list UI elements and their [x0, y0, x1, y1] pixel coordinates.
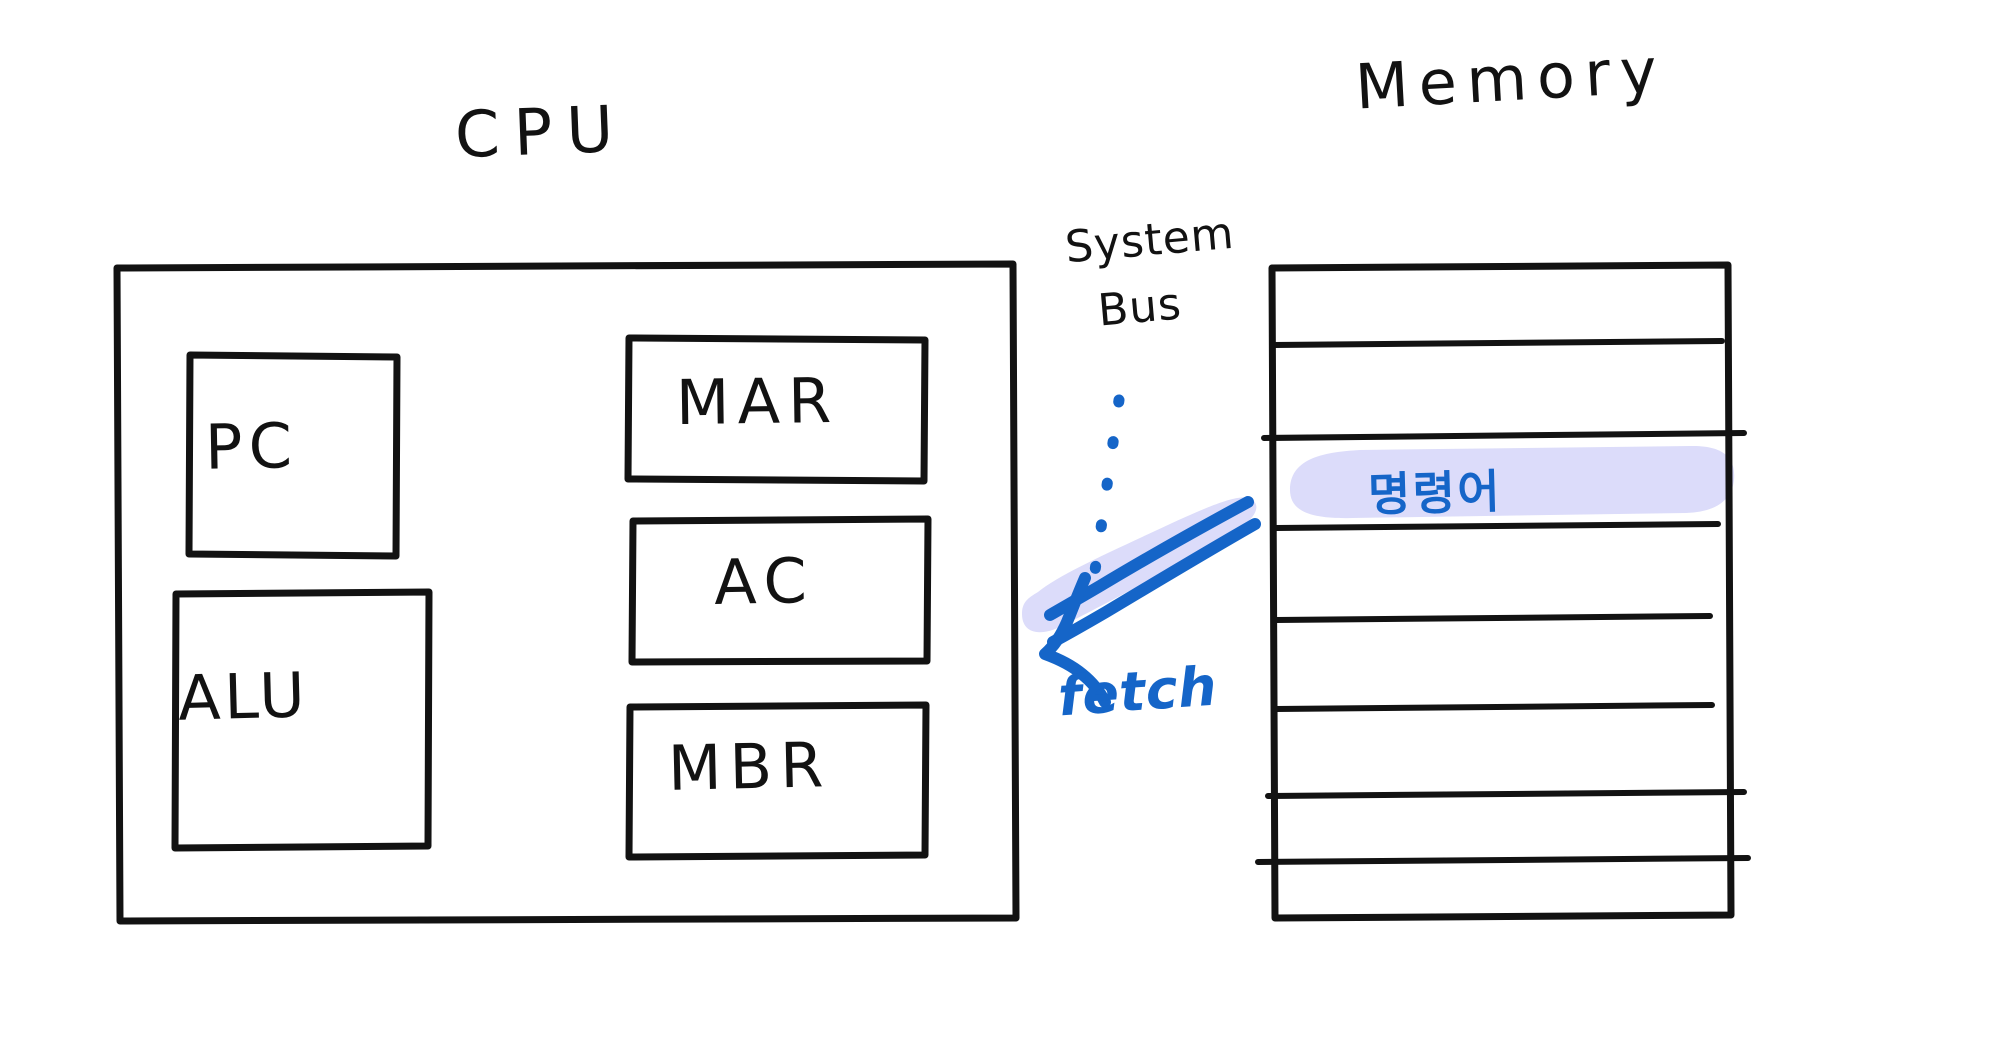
ac-box — [628, 515, 932, 666]
memory-box — [1268, 261, 1735, 922]
memory-cell-instruction-label: 명령어 — [1367, 464, 1503, 522]
cpu-title: CPU — [453, 92, 629, 174]
memory-row-divider-4 — [1273, 613, 1713, 623]
memory-row-divider-7 — [1255, 855, 1751, 865]
cpu-box — [113, 260, 1020, 925]
mar-box — [624, 334, 929, 485]
register-label-alu: ALU — [177, 658, 310, 735]
fetch-arrow-head — [1039, 572, 1111, 708]
register-label-ac: AC — [713, 543, 816, 620]
system-bus-dotted-line — [1086, 394, 1125, 598]
register-label-pc: PC — [204, 409, 299, 484]
fetch-arrow-stroke-lower — [1047, 518, 1261, 648]
register-label-mar: MAR — [675, 363, 840, 440]
memory-row-divider-2 — [1261, 430, 1747, 441]
memory-row-divider-6 — [1265, 789, 1747, 799]
memory-row-divider-5 — [1273, 702, 1715, 712]
fetch-label: fetch — [1055, 654, 1220, 729]
alu-box — [171, 588, 433, 852]
system-bus-label-line2: Bus — [1095, 278, 1184, 337]
mbr-box — [625, 701, 930, 861]
memory-row-divider-1 — [1271, 338, 1725, 348]
memory-row-divider-3 — [1273, 521, 1721, 531]
register-label-mbr: MBR — [667, 728, 833, 805]
memory-row-highlight — [1290, 445, 1735, 519]
fetch-arrow-stroke-upper — [1044, 496, 1254, 621]
pc-box — [185, 351, 401, 560]
